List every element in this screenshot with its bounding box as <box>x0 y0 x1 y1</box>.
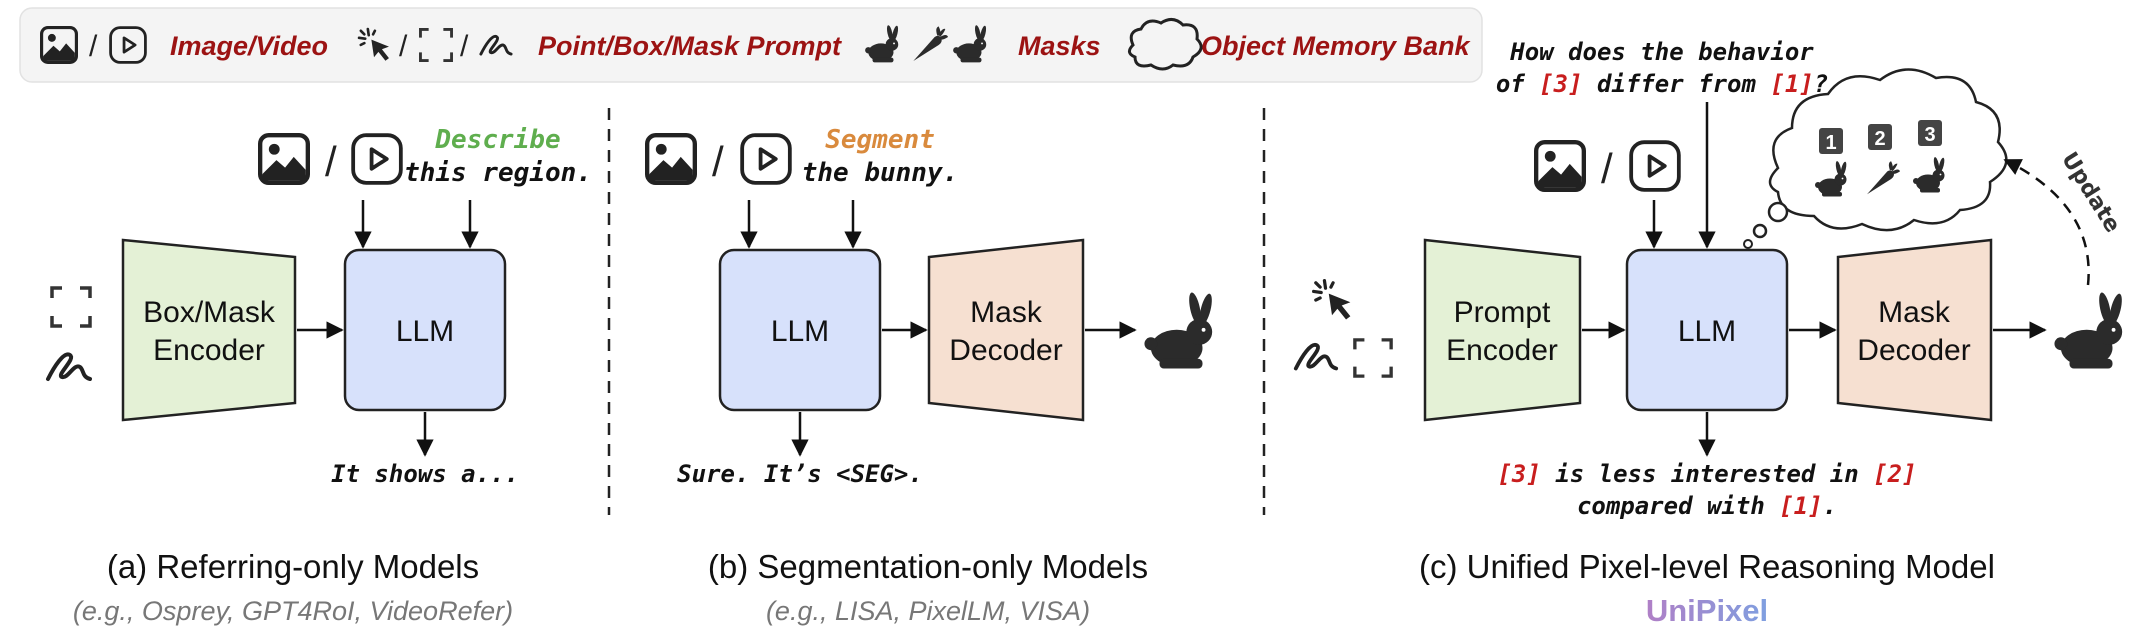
panel-referring-only: / Describe this region. Box/Mask Encoder… <box>46 125 592 626</box>
object-reference: [3] <box>1539 70 1582 98</box>
question-text: of <box>1496 70 1539 98</box>
answer-text: compared with <box>1577 492 1779 520</box>
cloud-icon <box>1128 18 1203 71</box>
video-icon <box>1629 140 1681 192</box>
thought-bubble <box>1743 239 1753 249</box>
panel-segmentation-only: / Segment the bunny. LLM Mask Decoder Su… <box>647 125 1215 626</box>
decoder-label-line2: Decoder <box>1857 334 1970 367</box>
llm-block <box>718 248 882 412</box>
memory-id-1: 1 <box>1825 132 1836 154</box>
panel-unified-model: How does the behavior of [3] differ from… <box>1293 38 2125 628</box>
box-prompt-icon <box>1353 338 1393 378</box>
panel-b-examples: (e.g., LISA, PixelLM, VISA) <box>766 596 1090 626</box>
panel-b-caption: (b) Segmentation-only Models <box>708 548 1148 585</box>
question-line1: How does the behavior <box>1509 38 1814 66</box>
legend-masks: Masks <box>1018 31 1101 61</box>
instruction-verb: Segment <box>825 125 935 155</box>
panel-c-caption: (c) Unified Pixel-level Reasoning Model <box>1419 548 1995 585</box>
llm-output-text: It shows a... <box>331 460 519 488</box>
instruction-text: the bunny. <box>802 158 959 188</box>
video-icon <box>740 133 792 185</box>
decoder-label-line1: Mask <box>1878 296 1951 329</box>
llm-label: LLM <box>771 315 829 348</box>
object-memory-bank: 1 2 3 <box>1743 68 2008 249</box>
encoder-label-line1: Prompt <box>1454 296 1551 329</box>
image-icon <box>1536 142 1584 190</box>
video-icon <box>351 133 403 185</box>
update-label: Update <box>2056 148 2125 237</box>
encoder-label-line1: Box/Mask <box>143 296 276 329</box>
question-line2: of [3] differ from [1]? <box>1496 70 1828 98</box>
answer-text: . <box>1823 492 1837 520</box>
llm-block <box>1625 248 1789 412</box>
bunny-mask-output-icon <box>1144 291 1215 369</box>
legend-background <box>19 7 1483 83</box>
answer-line2: compared with [1]. <box>1577 492 1837 520</box>
mask-decoder <box>927 238 1085 422</box>
input-separator: / <box>325 138 337 185</box>
legend-separator: / <box>399 30 408 63</box>
panel-a-caption: (a) Referring-only Models <box>107 548 479 585</box>
mask-decoder <box>1836 238 1993 422</box>
instruction-verb: Describe <box>434 125 560 155</box>
memory-id-3: 3 <box>1924 124 1935 146</box>
thought-bubble <box>1767 201 1789 223</box>
input-separator: / <box>712 138 724 185</box>
question-text: ? <box>1814 70 1828 98</box>
image-icon <box>260 135 308 183</box>
panel-a-examples: (e.g., Osprey, GPT4RoI, VideoRefer) <box>73 596 513 626</box>
object-reference: [1] <box>1779 492 1822 520</box>
box-mask-encoder <box>121 238 297 422</box>
legend-image-video: Image/Video <box>170 31 328 61</box>
object-reference: [2] <box>1873 460 1916 488</box>
brand-name: UniPixel <box>1646 593 1768 628</box>
decoder-label-line2: Decoder <box>949 334 1062 367</box>
object-reference: [1] <box>1770 70 1813 98</box>
object-reference: [3] <box>1497 460 1540 488</box>
memory-id-badge <box>1918 120 1942 146</box>
image-icon <box>647 135 695 183</box>
memory-id-badge <box>1819 128 1843 154</box>
llm-label: LLM <box>1678 315 1736 348</box>
encoder-label-line2: Encoder <box>1446 334 1558 367</box>
legend-memory-bank: Object Memory Bank <box>1201 31 1472 61</box>
legend-separator: / <box>89 30 98 63</box>
legend-bar: / Image/Video / / Point/Box/Mask Prompt … <box>19 7 1483 83</box>
memory-id-2: 2 <box>1874 128 1885 150</box>
legend-prompts: Point/Box/Mask Prompt <box>538 31 842 61</box>
bunny-mask-output-icon <box>2054 291 2125 369</box>
llm-label: LLM <box>396 315 454 348</box>
answer-text: is less interested in <box>1541 460 1873 488</box>
instruction-text: this region. <box>404 158 592 188</box>
encoder-label-line2: Encoder <box>153 334 265 367</box>
legend-separator: / <box>460 30 469 63</box>
prompt-encoder <box>1423 238 1582 422</box>
input-separator: / <box>1601 145 1613 192</box>
pointer-icon <box>1312 279 1352 322</box>
decoder-label-line1: Mask <box>970 296 1043 329</box>
mask-scribble-icon <box>46 352 92 381</box>
memory-id-badge <box>1868 124 1892 150</box>
answer-line1: [3] is less interested in [2] <box>1497 460 1916 488</box>
mask-scribble-icon <box>1293 342 1339 371</box>
arrow-update-memory <box>2003 158 2090 286</box>
question-text: differ from <box>1583 70 1771 98</box>
llm-block <box>343 248 507 412</box>
llm-output-text: Sure. It’s <SEG>. <box>677 460 923 488</box>
thought-bubble <box>1752 223 1768 239</box>
box-prompt-icon <box>50 286 92 328</box>
